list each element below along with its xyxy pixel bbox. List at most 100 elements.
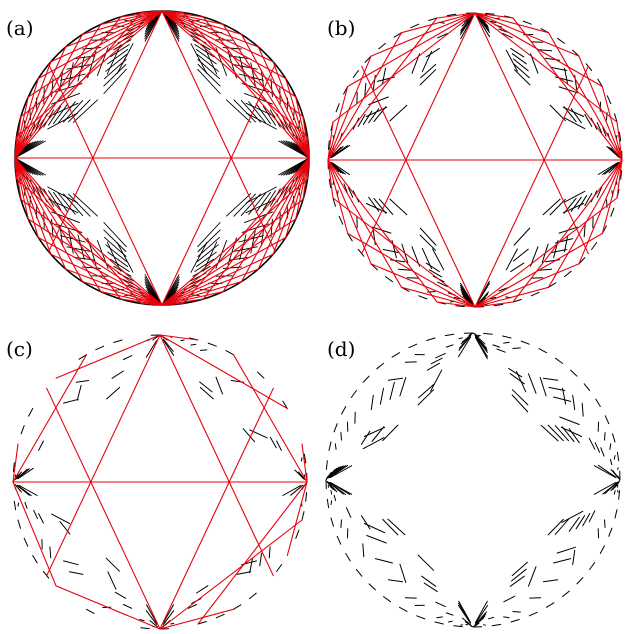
pattern-dash (111, 370, 124, 379)
pattern-dash (374, 558, 393, 564)
pattern-dash (421, 50, 432, 73)
pattern-dash (513, 227, 531, 246)
pattern-dash (345, 507, 352, 518)
boundary-dash (332, 197, 336, 207)
red-chord (20, 10, 163, 118)
red-chord (202, 157, 310, 300)
pattern-stroke (68, 230, 74, 254)
red-chord (474, 286, 550, 308)
pattern-stroke (105, 54, 128, 72)
boundary-dash (564, 270, 572, 278)
red-chord (327, 55, 372, 161)
pattern-dash (604, 519, 606, 528)
pattern-dash (475, 600, 488, 623)
pattern-dash (387, 518, 406, 536)
boundary-dash (355, 569, 363, 577)
red-chord (161, 198, 304, 306)
red-chord (161, 10, 224, 25)
pattern-dash (474, 611, 487, 625)
pattern-stroke (262, 190, 276, 211)
boundary-dash (591, 242, 598, 250)
pattern-dash (370, 394, 374, 411)
red-chord (474, 232, 603, 308)
red-chord (81, 10, 163, 35)
red-chord (601, 159, 623, 235)
pattern-dash (268, 546, 271, 559)
pattern-stroke (197, 236, 221, 257)
pattern-dash (417, 389, 435, 406)
pattern-dash (196, 585, 209, 594)
pattern-dash (420, 63, 437, 79)
pattern-dash (513, 69, 531, 86)
pattern-stroke (262, 105, 276, 126)
pattern-dash (436, 616, 443, 619)
boundary-dash (608, 527, 613, 537)
pattern-dash (460, 334, 472, 345)
pattern-stroke (194, 44, 215, 58)
pattern-dash (559, 416, 580, 425)
panel-c: (c) (0, 317, 313, 634)
pattern-dash (563, 190, 586, 203)
red-chord (14, 157, 67, 270)
pattern-dash (581, 402, 584, 417)
pattern-dash (437, 32, 448, 39)
pattern-dash (340, 519, 342, 528)
red-chord (14, 46, 67, 159)
pattern-dash (63, 398, 79, 404)
red-chord (27, 10, 163, 98)
red-chord (100, 10, 163, 25)
boundary-dash (604, 415, 610, 425)
pattern-stroke (53, 103, 69, 125)
red-chord (578, 55, 623, 161)
pattern-dash (511, 561, 528, 577)
red-chord (474, 12, 618, 123)
pattern-dash (387, 377, 404, 381)
boundary-dash (528, 611, 538, 617)
pattern-dash (330, 490, 333, 495)
pattern-dash (458, 335, 471, 351)
pattern-dash (14, 484, 22, 493)
boundary-dash (597, 78, 603, 87)
panel-d: (d) (313, 317, 626, 634)
pattern-stroke (194, 258, 215, 272)
pattern-dash (540, 424, 559, 442)
pattern-dash (542, 377, 559, 381)
boundary-dash (333, 423, 338, 433)
pattern-dash (418, 383, 435, 399)
red-chord (347, 232, 476, 308)
pattern-dash (461, 14, 474, 27)
pattern-dash (489, 20, 497, 24)
pattern-dash (16, 468, 30, 480)
pattern-dash (553, 396, 572, 402)
pattern-stroke (48, 190, 62, 211)
pattern-dash (563, 117, 586, 130)
pattern-dash (572, 549, 576, 566)
pattern-dash (423, 582, 438, 593)
red-chord (161, 218, 297, 306)
boundary-dash (352, 70, 359, 78)
pattern-stroke (227, 51, 237, 79)
boundary-dash (512, 299, 522, 303)
pattern-dash (419, 227, 437, 246)
red-chord (616, 121, 623, 161)
boundary-dash (295, 529, 300, 539)
boundary-dash (595, 398, 601, 407)
pattern-dash (162, 338, 174, 352)
pattern-dash (389, 198, 408, 216)
red-chord (14, 157, 39, 239)
pattern-dash (602, 482, 618, 495)
pattern-stroke (14, 140, 46, 159)
red-chord (159, 334, 288, 410)
pattern-dash (373, 198, 387, 214)
red-chord (161, 236, 287, 306)
pattern-stroke (63, 99, 84, 123)
pattern-dash (379, 387, 384, 405)
pattern-dash (242, 428, 256, 443)
pattern-dash (333, 494, 337, 502)
pattern-dash (511, 394, 529, 413)
red-chord (286, 481, 308, 557)
pattern-dash (538, 49, 553, 52)
pattern-dash (371, 426, 385, 442)
boundary-dash (95, 345, 105, 351)
boundary-dash (493, 303, 504, 307)
